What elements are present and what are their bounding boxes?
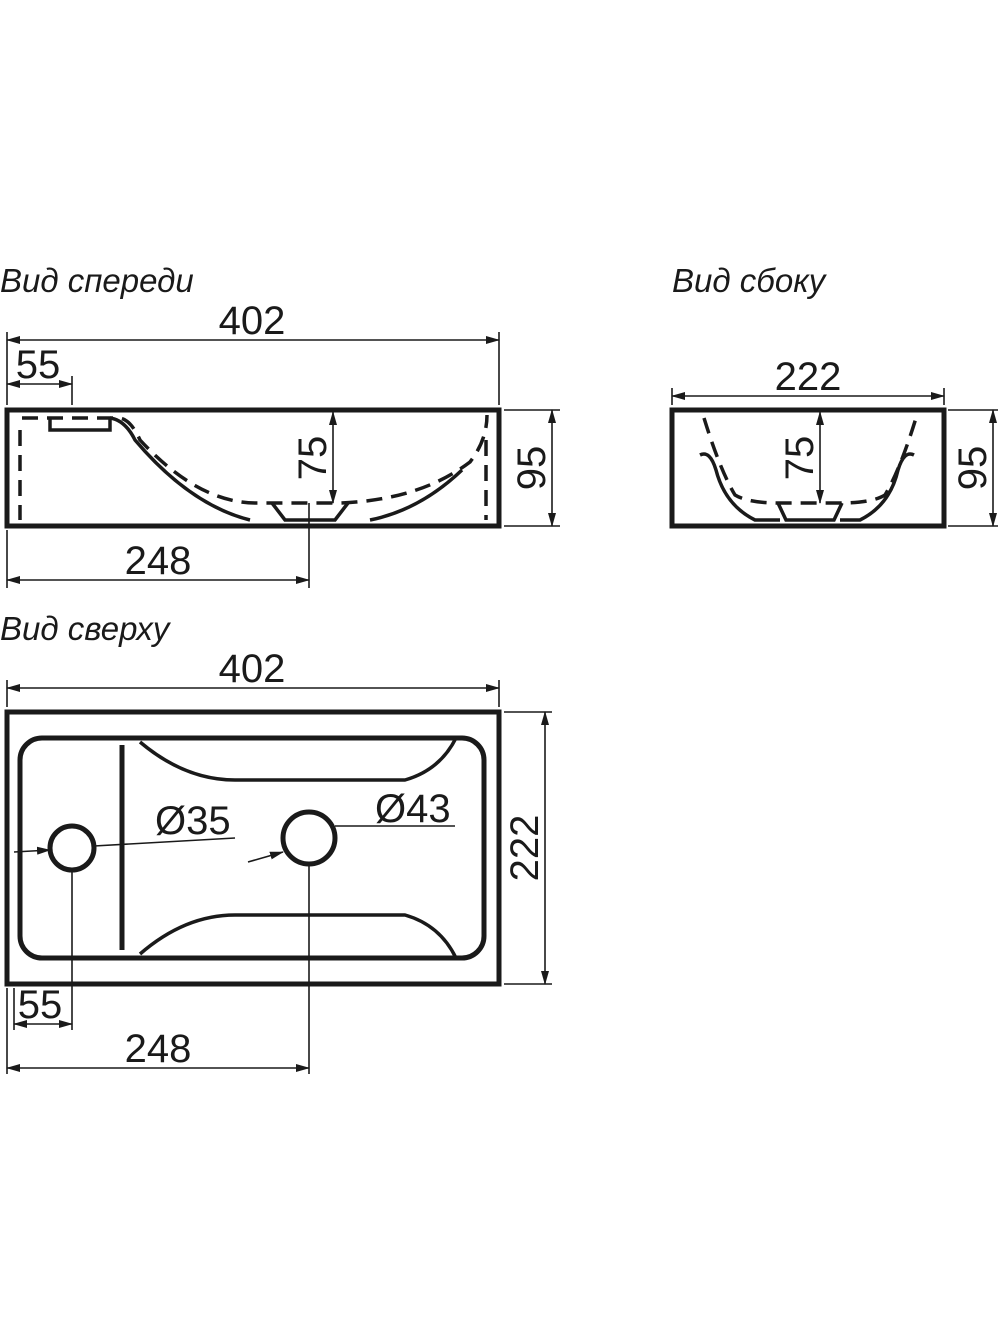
front-tap-hole [48,418,112,432]
side-view-title: Вид сбоку [672,262,828,299]
top-width-dim: 402 [219,647,286,691]
side-depth-dim: 222 [775,355,842,399]
front-width-dim: 402 [219,299,286,343]
front-tap-dim: 55 [16,343,61,387]
front-height-dim: 95 [510,446,554,491]
front-bowl-depth-dim: 75 [291,436,335,481]
top-drain-hole [280,809,338,867]
front-outline [4,407,502,529]
front-view: Вид спереди 402 55 75 95 248 [0,262,560,588]
side-bowl-depth-dim: 75 [778,436,822,481]
top-outline [4,709,502,987]
top-depth-dim: 222 [503,815,547,882]
top-view: Вид сверху Ø35 Ø43 402 222 55 [0,610,552,1074]
side-drain [776,502,844,522]
front-bowl-edge-right [369,468,464,522]
top-tap-dim: 55 [18,983,63,1027]
front-drain [270,501,350,522]
top-tap-hole [47,823,97,873]
front-bowl-contour [22,414,489,505]
front-drain-dim: 248 [125,539,192,583]
side-bowl-edge-left [699,452,780,522]
side-height-dim: 95 [951,446,995,491]
side-outline [669,407,947,529]
top-bowl-lower [138,913,458,959]
side-bowl-edge-right [840,452,915,522]
top-view-title: Вид сверху [0,610,172,647]
top-tap-hole-dim: Ø35 [155,799,231,843]
front-view-title: Вид спереди [0,262,194,299]
top-bowl-upper [138,737,458,782]
top-drain-dim: 248 [125,1027,192,1071]
top-drain-hole-dim: Ø43 [375,787,451,831]
side-view: Вид сбоку 222 75 95 [669,262,998,529]
top-inner-rim [17,735,487,961]
front-bowl-edge [109,416,251,522]
